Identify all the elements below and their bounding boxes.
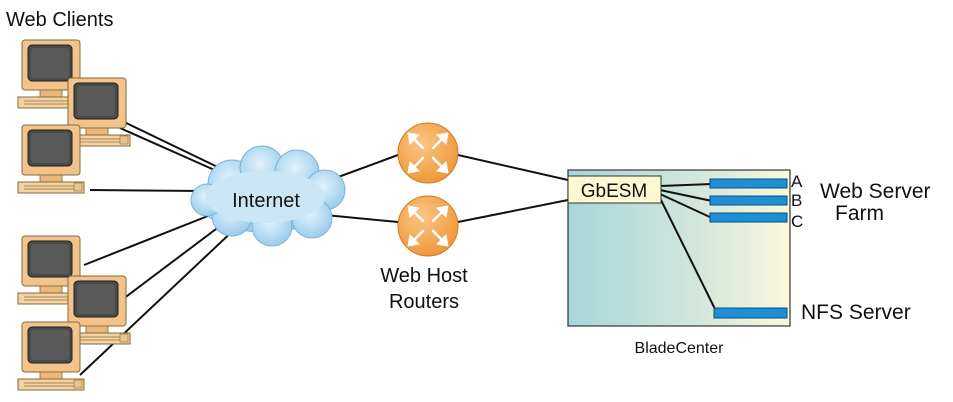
blade-server-icon[interactable] xyxy=(709,195,788,206)
routers-label-line2: Routers xyxy=(389,291,459,313)
server-c-label: C xyxy=(791,212,803,231)
nfs-server-label: NFS Server xyxy=(801,301,911,324)
server-b-label: B xyxy=(791,191,802,210)
nfs-blade-icon[interactable] xyxy=(713,307,788,319)
desktop-computer-icon[interactable] xyxy=(17,124,85,194)
link-internet-router2 xyxy=(324,214,399,223)
web-client-group-top xyxy=(17,39,131,194)
link-router1-switch xyxy=(457,154,569,181)
web-server-farm-label-line2: Farm xyxy=(835,202,884,225)
link-client3-internet xyxy=(89,189,206,192)
web-server-farm-label-line1: Web Server xyxy=(820,180,931,203)
link-internet-router1 xyxy=(329,154,399,181)
switch-links xyxy=(659,183,717,312)
internet-label: Internet xyxy=(232,190,300,212)
blade-server-icon[interactable] xyxy=(709,178,788,189)
server-a-label: A xyxy=(791,172,803,191)
bladecenter-label: BladeCenter xyxy=(635,340,725,357)
link-client4-internet xyxy=(83,211,219,266)
link-client6-internet xyxy=(79,225,239,376)
web-client-group-bottom xyxy=(17,235,131,391)
web-clients-label: Web Clients xyxy=(6,9,113,31)
routers-label-line1: Web Host xyxy=(380,265,468,287)
desktop-computer-icon[interactable] xyxy=(17,321,85,391)
router-icon[interactable] xyxy=(396,194,460,258)
router-icon[interactable] xyxy=(396,121,460,185)
link-router2-switch xyxy=(457,199,569,223)
bladecenter-chassis: GbESM xyxy=(567,169,791,327)
link-client2-internet xyxy=(119,127,229,177)
blade-server-icon[interactable] xyxy=(709,212,788,223)
gbesm-switch[interactable] xyxy=(567,175,662,204)
connections xyxy=(67,94,569,376)
gbesm-label: GbESM xyxy=(581,181,648,202)
link-client5-internet xyxy=(114,219,229,306)
cloud-icon xyxy=(190,145,346,247)
